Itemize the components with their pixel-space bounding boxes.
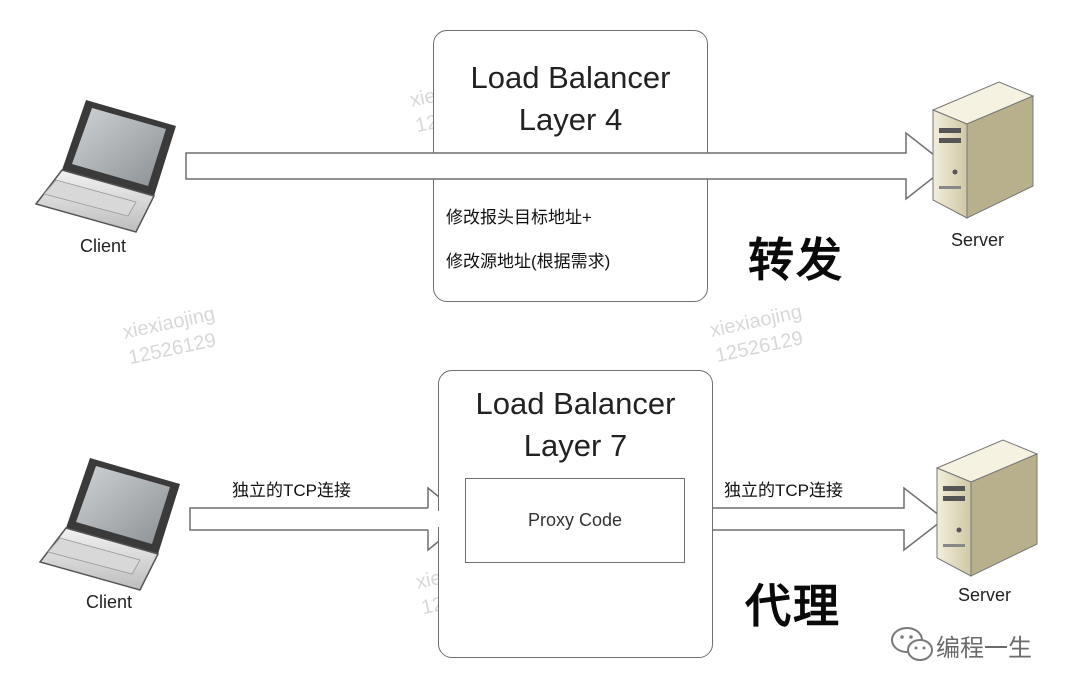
layer7-title-line2: Layer 7: [523, 428, 628, 463]
brand-name: 编程一生: [936, 635, 1032, 662]
client-label: Client: [80, 236, 127, 256]
proxy-code-label: Proxy Code: [527, 510, 623, 530]
laptop-icon: [34, 100, 176, 233]
server-label: Server: [958, 585, 1012, 605]
wechat-icon: [891, 627, 933, 661]
layer7-title-line1: Load Balancer: [475, 386, 676, 421]
proxy-label: 代理: [745, 579, 841, 633]
layer4-note-line2: 修改源地址(根据需求): [446, 252, 611, 271]
server-icon: [935, 439, 1039, 577]
forward-label: 转发: [748, 233, 844, 287]
server-icon: [931, 81, 1035, 219]
layer7-client-arrow-head: [428, 508, 466, 530]
layer4-forward-arrow: [185, 131, 950, 201]
client-label: Client: [86, 592, 133, 612]
layer7-left-connection-label: 独立的TCP连接: [232, 481, 351, 500]
laptop-icon: [38, 458, 180, 591]
layer7-server-arrow: [683, 486, 946, 552]
layer4-title-line1: Load Balancer: [470, 60, 671, 95]
layer4-note-line1: 修改报头目标地址+: [446, 208, 592, 227]
layer7-right-connection-label: 独立的TCP连接: [724, 481, 843, 500]
layer4-title-line2: Layer 4: [518, 102, 623, 137]
proxy-code-box: Proxy Code: [465, 478, 685, 563]
server-label: Server: [951, 230, 1005, 250]
